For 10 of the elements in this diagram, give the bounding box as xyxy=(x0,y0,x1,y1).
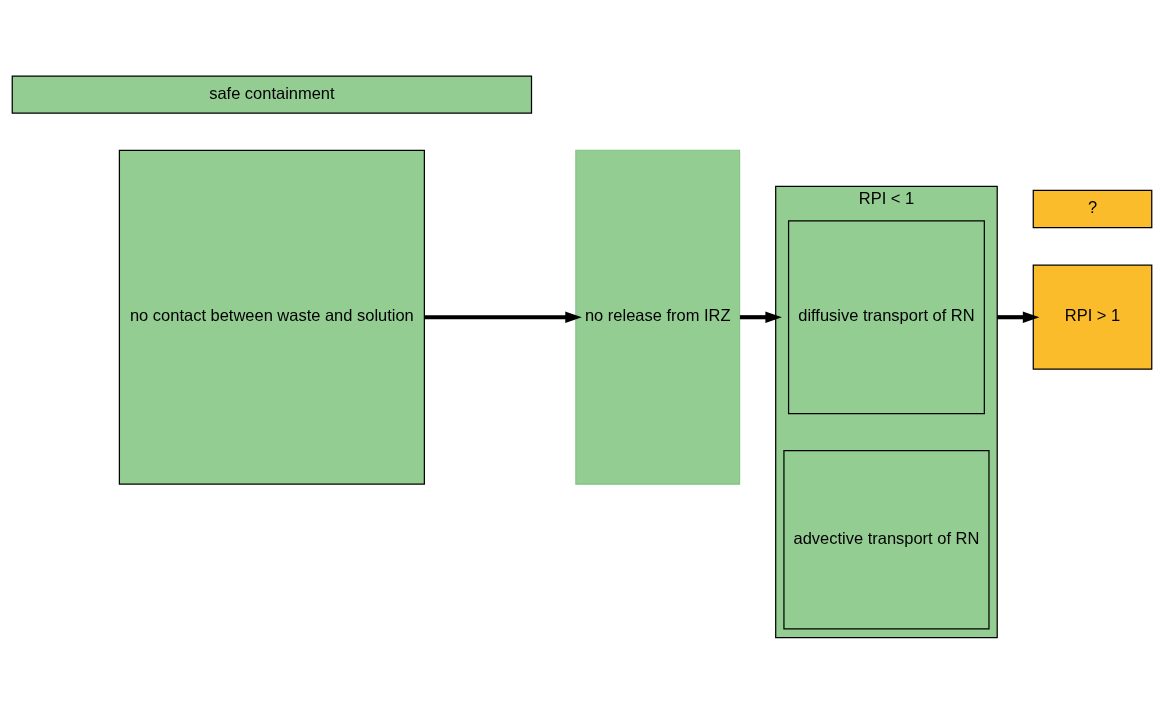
node-box: advective transport of RN xyxy=(783,450,990,630)
arrow xyxy=(739,311,782,323)
arrow xyxy=(424,311,582,323)
node-box: safe containment xyxy=(11,75,533,114)
node-box: RPI > 1 xyxy=(1032,264,1153,370)
node-box: no release from IRZ xyxy=(575,149,741,485)
node-box: ? xyxy=(1032,189,1153,229)
node-box: diffusive transport of RN xyxy=(787,220,985,415)
node-box: no contact between waste and solution xyxy=(118,149,425,485)
arrow xyxy=(997,311,1040,323)
